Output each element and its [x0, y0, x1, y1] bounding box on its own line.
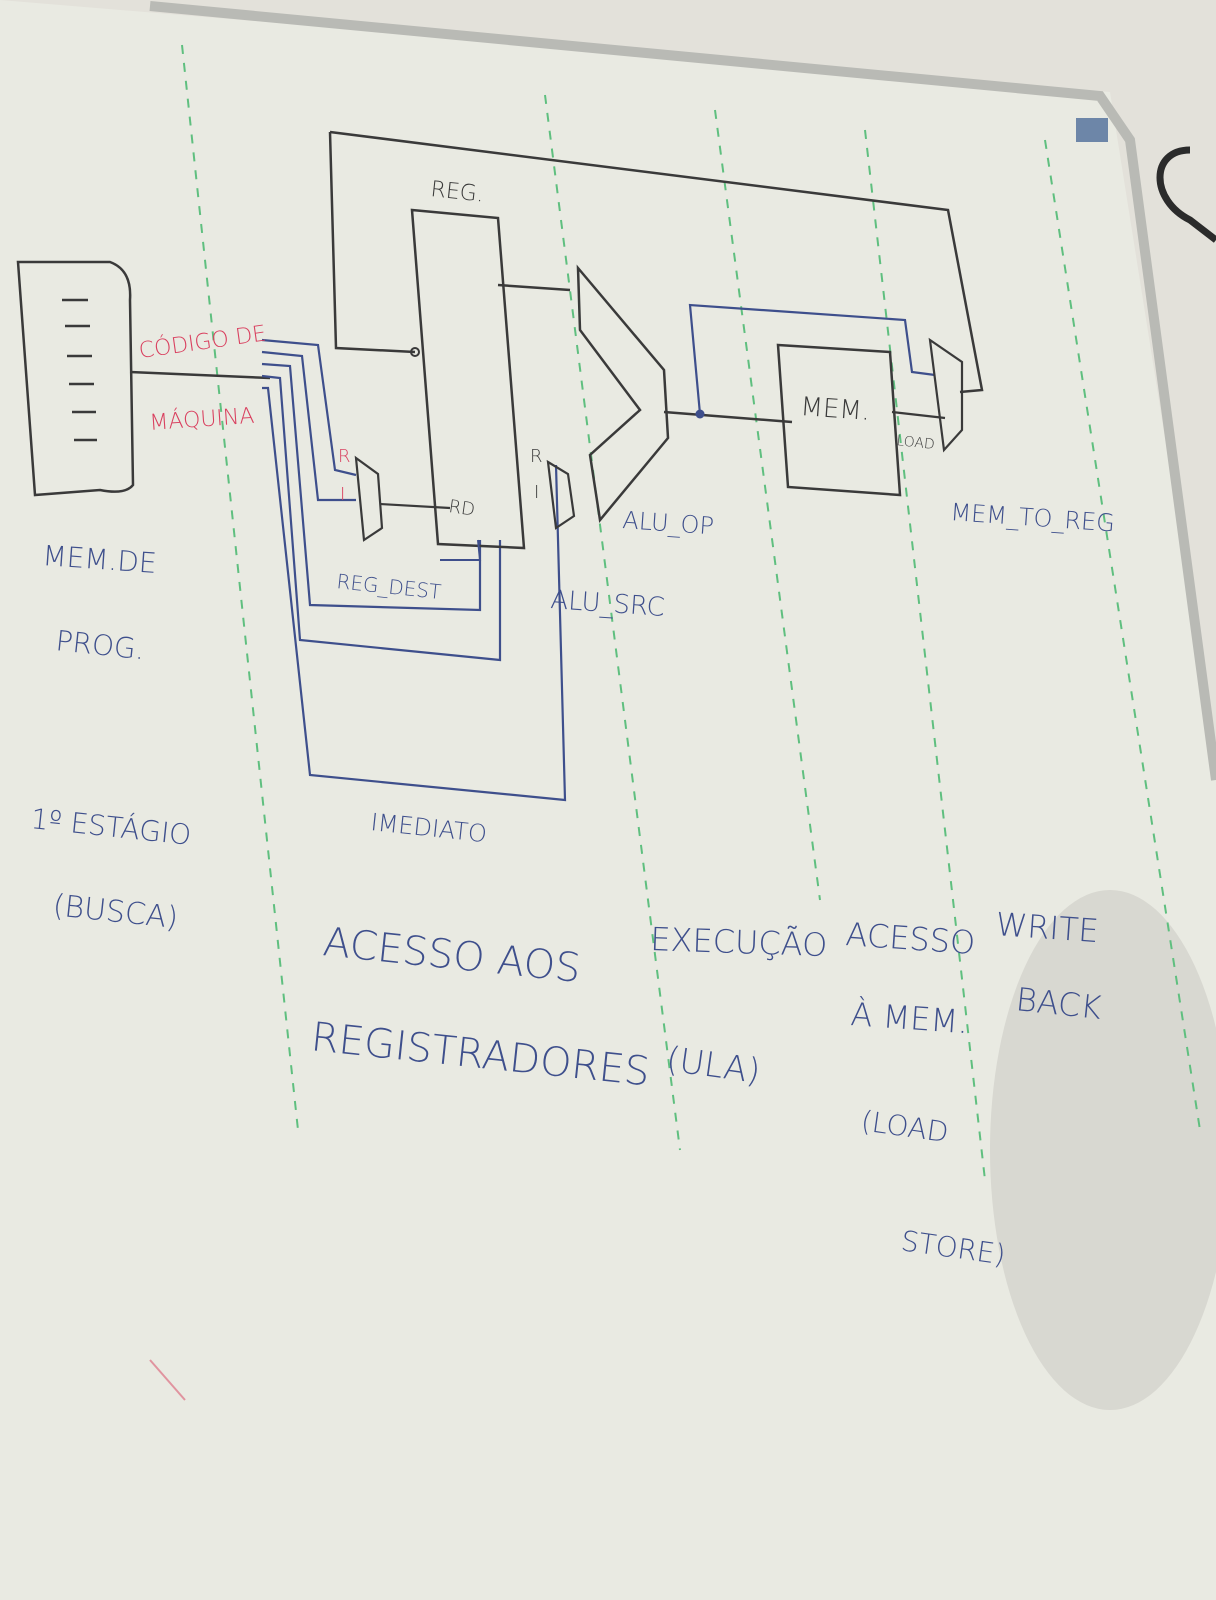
separator-4	[864, 129, 986, 1181]
program-memory-lines	[62, 298, 97, 442]
instruction-fanout	[261, 338, 567, 802]
label-alu-op: ALU_OP	[622, 506, 715, 540]
label-mem-de: MEM.DE	[42, 539, 158, 580]
separator-1	[181, 44, 299, 1131]
data-memory	[776, 343, 902, 497]
writeback-to-reg	[328, 131, 416, 354]
rd-wire	[440, 539, 482, 561]
reg-dest-mux	[354, 455, 384, 542]
separator-3	[714, 109, 821, 901]
alu-src-mux	[546, 459, 576, 530]
program-memory-block	[16, 260, 135, 497]
alu-bypass-wire	[688, 303, 936, 415]
label-reg: REG.	[429, 177, 485, 207]
label-back: BACK	[1014, 980, 1103, 1027]
eraser-smudge	[990, 890, 1216, 1410]
alu-output-wire	[663, 410, 793, 424]
instruction-wire	[129, 370, 271, 380]
wall-hook	[1156, 146, 1216, 243]
separator-2	[544, 94, 681, 1151]
reg-to-alu-wire	[497, 283, 571, 292]
reg-dest-out	[379, 502, 451, 510]
label-rd: RD	[447, 496, 476, 520]
writeback-loop	[329, 130, 984, 394]
frame-clip	[1076, 118, 1108, 142]
label-a-mem: À MEM.	[849, 995, 969, 1041]
label-write: WRITE	[994, 905, 1099, 950]
alu	[576, 264, 670, 523]
label-acesso: ACESSO	[844, 915, 976, 962]
stage-separators	[181, 44, 1201, 1181]
reg-input-node	[410, 347, 420, 357]
separator-5	[1044, 139, 1201, 1131]
mem-to-reg-mux	[928, 337, 964, 453]
mem-to-mux-wire	[891, 410, 946, 420]
board-frame	[149, 1, 1216, 781]
label-i1: I	[340, 484, 345, 505]
stray-mark	[149, 1359, 186, 1401]
label-r2: R	[530, 446, 543, 467]
label-execucao: EXECUÇÃO	[650, 920, 828, 964]
label-mem: MEM.	[800, 392, 871, 427]
label-r1: R	[338, 446, 351, 467]
label-load-small: LOAD	[896, 433, 936, 453]
register-bank	[410, 208, 526, 550]
label-i2: I	[534, 482, 539, 503]
